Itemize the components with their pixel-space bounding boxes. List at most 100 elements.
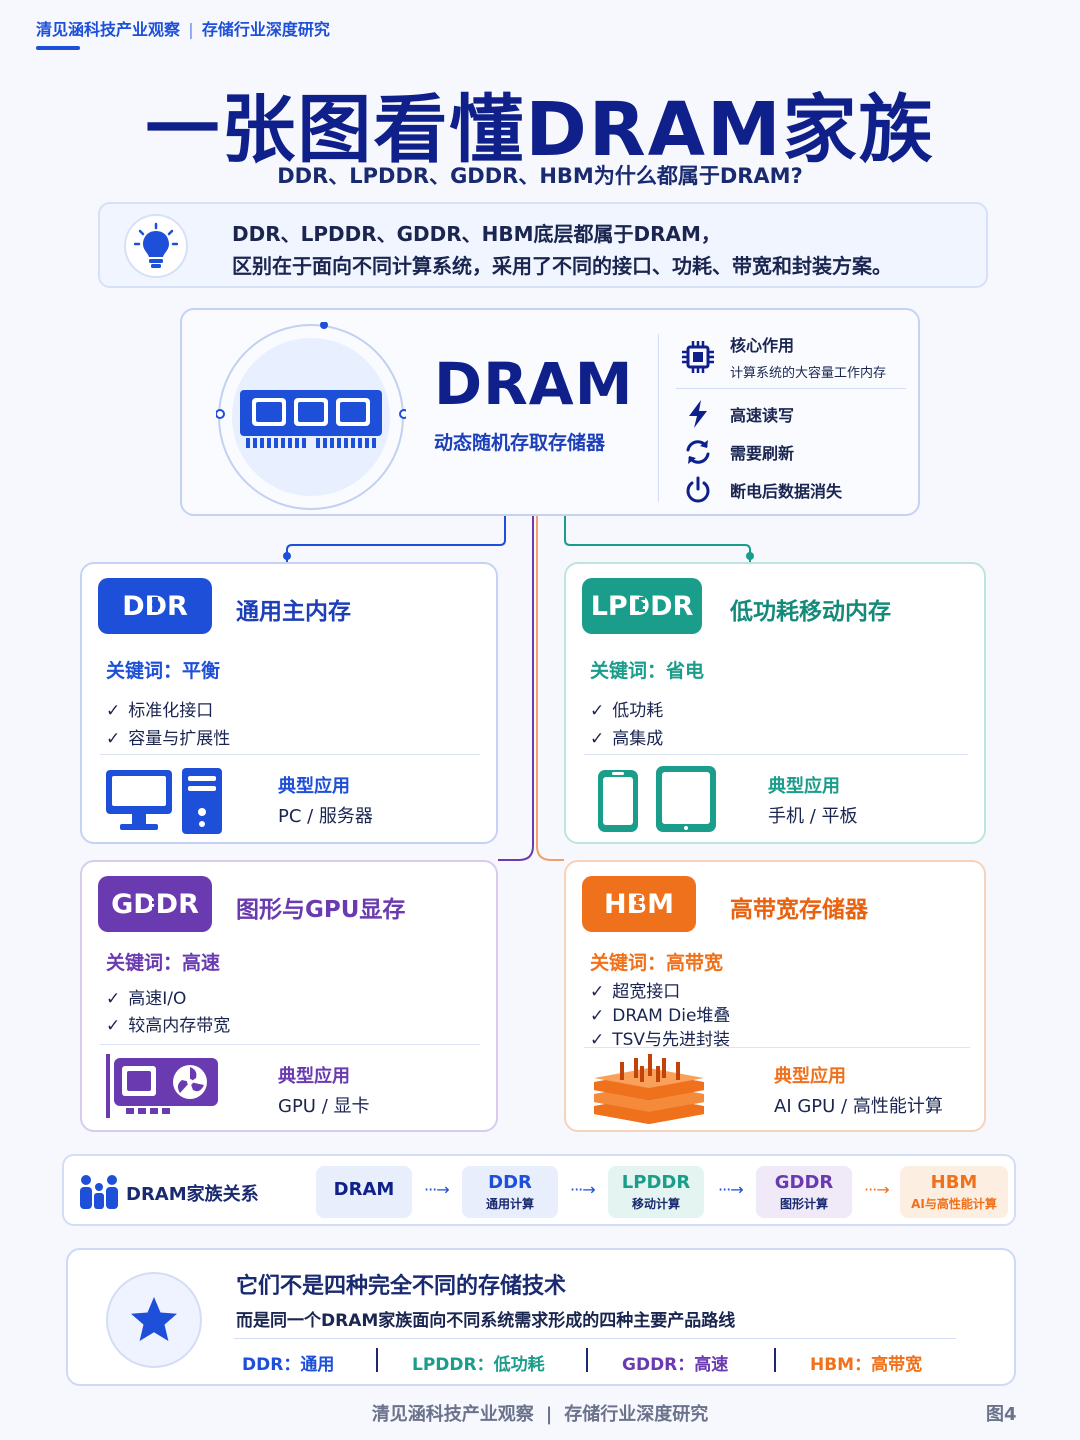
- hbm-bullet: ✓ DRAM Die堆叠: [590, 1001, 730, 1026]
- prop-label: 需要刷新: [730, 444, 795, 463]
- hbm-badge: HBM: [582, 876, 696, 932]
- header-source-right: 存储行业深度研究: [201, 20, 330, 39]
- ddr-badge-label: DDR: [122, 590, 188, 622]
- check-icon: ✓: [590, 1030, 605, 1050]
- gddr-bullet-text: 高速I/O: [128, 989, 187, 1009]
- lpddr-bullet: ✓低功耗: [590, 696, 663, 721]
- hbm-bullet-text: TSV与先进封装: [612, 1030, 731, 1050]
- family-item-name: LPDDR: [621, 1172, 691, 1193]
- check-icon: ✓: [106, 989, 121, 1009]
- family-item-name: DRAM: [333, 1179, 395, 1200]
- lpddr-title: 低功耗移动内存: [730, 599, 891, 625]
- chip-icon: [680, 339, 716, 375]
- family-item-name: DDR: [488, 1172, 532, 1193]
- footer-source: 清见涵科技产业观察 | 存储行业深度研究: [0, 1400, 1080, 1426]
- family-label: DRAM家族关系: [126, 1184, 259, 1205]
- summary-title: 它们不是四种完全不同的存储技术: [236, 1274, 567, 1299]
- graphics-card-icon: [106, 1052, 220, 1124]
- dram-title: DRAM: [434, 350, 634, 418]
- arrow-icon: ···→: [864, 1180, 890, 1199]
- gddr-card: GDDR 图形与GPU显存 关键词：高速 ✓高速I/O ✓较高内存带宽 典型应用…: [80, 860, 498, 1132]
- footer-separator: |: [545, 1404, 553, 1425]
- prop-volatile: 断电后数据消失: [680, 472, 842, 508]
- family-item-desc: 移动计算: [631, 1197, 680, 1211]
- summary-separator: [586, 1348, 588, 1372]
- header-accent-line: [36, 46, 80, 50]
- family-item-hbm: HBM AI与高性能计算: [900, 1166, 1008, 1218]
- dram-family-bar: DRAM家族关系 DRAM ···→ DDR 通用计算 ···→ LPDDR 移…: [62, 1154, 1016, 1226]
- check-icon: ✓: [590, 1006, 605, 1026]
- summary-keyword-gddr: GDDR：高速: [622, 1355, 729, 1375]
- dram-core-role: 核心作用 计算系统的大容量工作内存: [680, 332, 886, 381]
- dram-full-name: 动态随机存取存储器: [434, 432, 606, 454]
- ddr-card: DDR 通用主内存 关键词：平衡 ✓标准化接口 ✓容量与扩展性 典型应用 PC …: [80, 562, 498, 844]
- core-role-title: 核心作用: [730, 336, 795, 355]
- check-icon: ✓: [106, 1016, 121, 1036]
- check-icon: ✓: [106, 701, 121, 721]
- ddr-divider: [100, 754, 480, 755]
- gddr-app-label: 典型应用: [278, 1066, 350, 1087]
- summary-separator: [774, 1348, 776, 1372]
- family-item-lpddr: LPDDR 移动计算: [608, 1166, 704, 1218]
- hbm-bullet-text: DRAM Die堆叠: [612, 1006, 731, 1026]
- arrow-icon: ···→: [424, 1180, 450, 1199]
- arrow-icon: ···→: [570, 1180, 596, 1199]
- hbm-badge-label: HBM: [603, 888, 675, 920]
- lpddr-keyword: 关键词：省电: [590, 660, 705, 682]
- gddr-bullet: ✓ 高速I/O: [106, 984, 186, 1009]
- lpddr-bullet-text: 低功耗: [612, 701, 664, 721]
- arrow-icon: ···→: [718, 1180, 744, 1199]
- page-subtitle: DDR、LPDDR、GDDR、HBM为什么都属于DRAM?: [277, 164, 803, 188]
- star-icon: [106, 1272, 202, 1368]
- intro-text: DDR、LPDDR、GDDR、HBM底层都属于DRAM， 区别在于面向不同计算系…: [232, 218, 892, 282]
- footer-left: 清见涵科技产业观察: [371, 1404, 534, 1425]
- family-item-dram: DRAM: [316, 1166, 412, 1218]
- page-title: 一张图看懂DRAM家族: [145, 87, 935, 173]
- family-item-gddr: GDDR 图形计算: [756, 1166, 852, 1218]
- prop-divider: [676, 388, 906, 389]
- gddr-badge: GDDR: [98, 876, 212, 932]
- lpddr-card: LPDDR 低功耗移动内存 关键词：省电 ✓低功耗 ✓高集成 典型应用 手机 /…: [564, 562, 986, 844]
- hbm-bullet: ✓ TSV与先进封装: [590, 1025, 730, 1050]
- lightbulb-icon: [124, 214, 188, 278]
- family-item-desc: AI与高性能计算: [911, 1197, 997, 1211]
- family-item-ddr: DDR 通用计算: [462, 1166, 558, 1218]
- lpddr-bullet-text: 高集成: [612, 729, 664, 749]
- check-icon: ✓: [106, 729, 121, 749]
- hbm-bullet: ✓超宽接口: [590, 977, 680, 1002]
- hbm-app-value: AI GPU / 高性能计算: [774, 1096, 943, 1117]
- gddr-divider: [100, 1044, 480, 1045]
- summary-divider: [234, 1338, 956, 1339]
- ddr-badge: DDR: [98, 578, 212, 634]
- header-source: 清见涵科技产业观察|存储行业深度研究: [36, 16, 330, 40]
- memory-module-icon: [240, 386, 382, 456]
- gddr-title: 图形与GPU显存: [236, 897, 406, 923]
- summary-keyword-hbm: HBM：高带宽: [810, 1355, 923, 1375]
- intro-line-2: 区别在于面向不同计算系统，采用了不同的接口、功耗、带宽和封装方案。: [232, 254, 892, 278]
- ddr-title: 通用主内存: [236, 599, 351, 625]
- phone-tablet-icon: [596, 764, 718, 838]
- stacked-die-icon: [590, 1052, 708, 1130]
- gddr-bullet-text: 较高内存带宽: [128, 1016, 231, 1036]
- gddr-bullet: ✓ 较高内存带宽: [106, 1011, 230, 1036]
- lpddr-app-label: 典型应用: [768, 776, 840, 797]
- hbm-keyword: 关键词：高带宽: [590, 952, 724, 974]
- dram-divider: [658, 334, 659, 502]
- intro-box: DDR、LPDDR、GDDR、HBM底层都属于DRAM， 区别在于面向不同计算系…: [98, 202, 988, 288]
- footer-right: 存储行业深度研究: [564, 1404, 709, 1425]
- prop-label: 断电后数据消失: [730, 482, 843, 501]
- lpddr-app-value: 手机 / 平板: [768, 806, 858, 827]
- power-icon: [680, 472, 716, 508]
- desktop-pc-icon: [104, 766, 224, 840]
- lpddr-bullet: ✓高集成: [590, 724, 663, 749]
- figure-number: 图4: [986, 1404, 1017, 1425]
- family-item-name: GDDR: [774, 1172, 834, 1193]
- header-separator: |: [188, 20, 194, 39]
- prop-refresh: 需要刷新: [680, 434, 794, 470]
- ddr-bullet: ✓标准化接口: [106, 696, 213, 721]
- hbm-bullet-text: 超宽接口: [612, 982, 681, 1002]
- family-item-name: HBM: [930, 1172, 978, 1193]
- core-role-desc: 计算系统的大容量工作内存: [730, 366, 887, 381]
- hbm-divider: [584, 1047, 970, 1048]
